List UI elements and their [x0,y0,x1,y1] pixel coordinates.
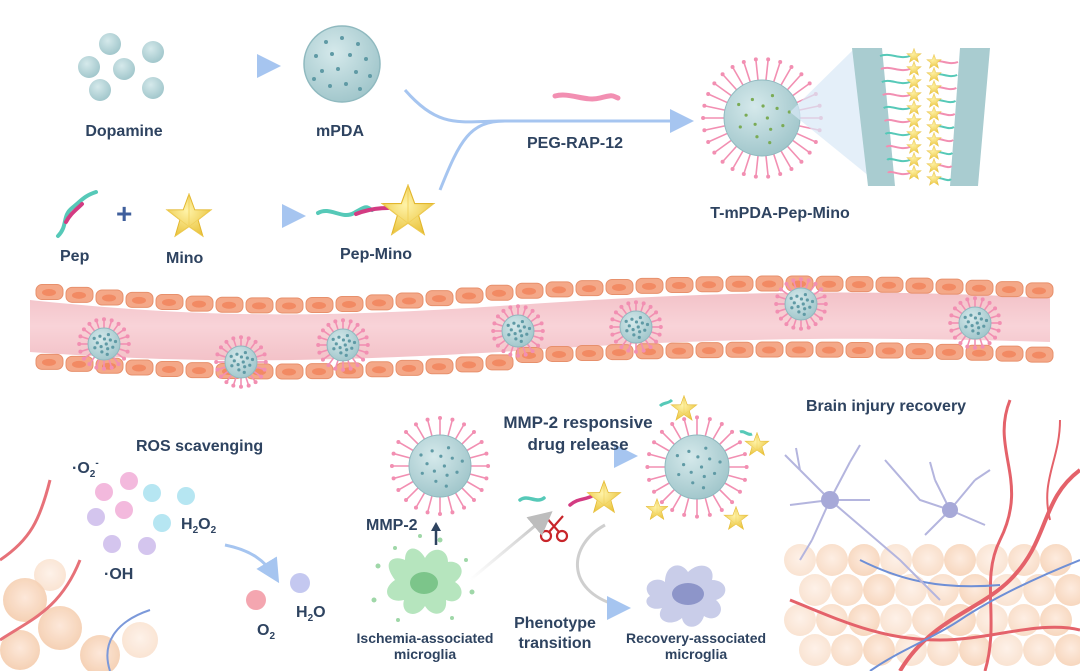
mpda-sphere-icon [303,25,381,103]
h2o-label: H2O [296,604,326,624]
phenotype-transition-label-line1: Phenotype [514,615,596,632]
neuron-icon-2 [884,459,991,536]
plus-sign: + [116,198,133,229]
pep-label: Pep [60,248,90,265]
grey-curve-transition [576,523,617,607]
neuron-soma [821,491,839,509]
ischemia-microglia-label-line2: microglia [393,646,457,662]
ischemia-microglia-icon [371,534,475,622]
pep-mino-conjugate [316,184,435,235]
recovery-microglia-label-line1: Recovery-associated [625,630,767,646]
h2o2-label: H2O2 [181,516,217,536]
nanoparticle-after-release [645,415,749,519]
o2-label: O2 [257,622,276,642]
peg-rap-12-chain [552,92,621,102]
surface-zoom-panel [852,48,990,186]
h2o-particle [290,573,310,593]
pep-chain [56,190,98,238]
ros-particles [87,472,195,555]
mino-label: Mino [166,250,204,267]
scissors-icon [539,515,569,543]
brain-injury-recovery-title: Brain injury recovery [806,398,967,415]
ischemia-microglia-label-line1: Ischemia-associated [356,630,494,646]
drug-release-label-line1: MMP-2 responsive [503,413,653,432]
peg-rap-12-label: PEG-RAP-12 [526,135,624,152]
mpda-label: mPDA [315,123,364,140]
brain-tissue-background [784,399,1080,671]
neuron-soma-2 [942,502,958,518]
merge-arrow-top [403,89,506,124]
pep-mino-label: Pep-Mino [340,246,412,263]
nanoparticle-before-release [389,415,491,517]
recovery-microglia-icon [646,565,726,627]
star-icon [166,193,212,237]
hydroxyl-label: ·OH [104,566,134,583]
ros-scavenging-title: ROS scavenging [136,438,264,455]
neuron-icon [784,444,941,601]
superoxide-label: ·O2- [72,458,99,480]
dopamine-label: Dopamine [85,123,163,140]
phenotype-transition-label-line2: transition [518,635,592,652]
t-mpda-pep-mino-label: T-mPDA-Pep-Mino [710,205,850,222]
dopamine-sphere-icon [78,33,164,101]
grey-arrow-activation [469,511,553,582]
merge-arrow-bottom [438,119,506,191]
blood-vessel-icon [30,275,1054,389]
mmp2-label: MMP-2 [366,517,418,534]
drug-release-label-line2: drug release [527,435,629,454]
up-arrow-icon [431,522,441,531]
recovery-microglia-label-line2: microglia [664,646,728,662]
background-tissue-left [0,479,158,671]
arrow-ros-to-products [224,543,280,584]
o2-particle [246,590,266,610]
